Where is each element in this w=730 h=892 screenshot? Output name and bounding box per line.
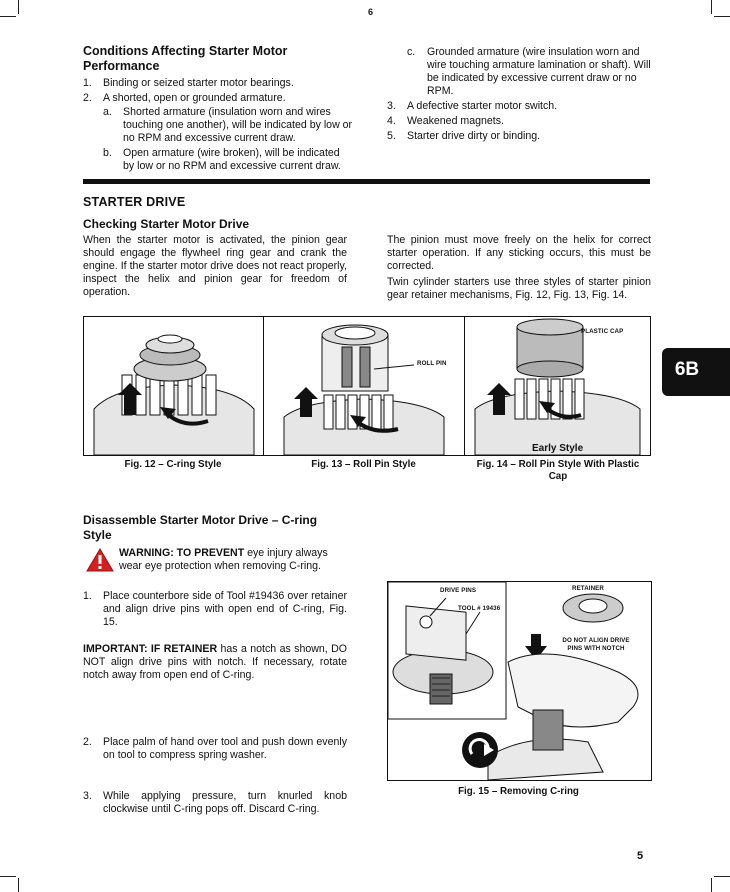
figure-caption: Fig. 15 – Removing C-ring (458, 786, 579, 797)
crop-mark (714, 16, 730, 17)
figure-caption: Fig. 14 – Roll Pin Style With Plastic Ca… (476, 459, 640, 482)
crop-mark (711, 0, 712, 14)
list-item: 4.Weakened magnets. (387, 115, 504, 127)
plastic-cap-starter-illustration (474, 318, 641, 455)
warning-text: WARNING: TO PREVENT eye injury always we… (119, 547, 328, 572)
sub-list-item: c.Grounded armature (wire insulation wor… (407, 46, 651, 97)
callout-label: ROLL PIN (417, 360, 447, 367)
crop-mark (711, 878, 712, 892)
paragraph: The pinion must move freely on the helix… (387, 234, 651, 272)
subsection-title: Checking Starter Motor Drive (83, 217, 250, 231)
conditions-list-right: c.Grounded armature (wire insulation wor… (387, 46, 653, 143)
callout-label: PLASTIC CAP (581, 328, 624, 335)
sub-list-item: a.Shorted armature (insulation worn and … (103, 106, 353, 144)
section-rule (83, 179, 650, 184)
paragraph: Twin cylinder starters use three styles … (387, 276, 651, 301)
figure-caption: Fig. 13 – Roll Pin Style (311, 459, 416, 470)
callout-label: TOOL # 19436 (458, 605, 501, 612)
c-ring-starter-illustration (93, 334, 255, 455)
section-tab: 6B (662, 348, 730, 396)
conditions-title: Conditions Affecting Starter Motor Perfo… (83, 44, 288, 73)
callout-label: DRIVE PINS (440, 587, 477, 594)
subsection-title: Disassemble Starter Motor Drive – C-ring… (83, 513, 318, 542)
important-note: IMPORTANT: IF RETAINER has a notch as sh… (83, 643, 347, 681)
section-title: STARTER DRIVE (83, 195, 186, 209)
warning-icon (86, 548, 114, 572)
figure-caption: Fig. 12 – C-ring Style (124, 459, 222, 470)
figure-15: DRIVE PINS TOOL # 19436 RETAINER DO NOT … (387, 581, 652, 781)
figure-12 (83, 316, 265, 456)
callout-label: RETAINER (572, 585, 604, 592)
step-item: 3.While applying pressure, turn knurled … (83, 790, 347, 815)
figure-13: ROLL PIN (263, 316, 466, 456)
figure-14: PLASTIC CAP Early Style (464, 316, 651, 456)
crop-mark (0, 16, 16, 17)
paragraph: When the starter motor is activated, the… (83, 234, 347, 298)
list-item: 1.Binding or seized starter motor bearin… (83, 77, 294, 89)
crop-mark (0, 876, 16, 877)
crop-mark (714, 876, 730, 877)
callout-label: DO NOT ALIGN DRIVE PINS WITH NOTCH (562, 637, 630, 652)
figure-sublabel: Early Style (532, 443, 584, 454)
list-item: 5.Starter drive dirty or binding. (387, 130, 541, 142)
removing-c-ring-illustration (388, 582, 639, 780)
section-tab-label: 6B (674, 359, 700, 380)
list-item: 2.A shorted, open or grounded armature. (83, 92, 286, 104)
page-number-bottom: 5 (637, 850, 644, 862)
list-item: 3.A defective starter motor switch. (387, 100, 558, 112)
crop-mark (18, 0, 19, 14)
page-number-top: 6 (368, 7, 374, 17)
crop-mark (18, 878, 19, 892)
roll-pin-starter-illustration (283, 324, 445, 455)
step-item: 1.Place counterbore side of Tool #19436 … (83, 590, 347, 628)
step-item: 2.Place palm of hand over tool and push … (83, 736, 347, 761)
sub-list-item: b.Open armature (wire broken), will be i… (103, 147, 341, 172)
conditions-list: 1.Binding or seized starter motor bearin… (83, 77, 353, 173)
